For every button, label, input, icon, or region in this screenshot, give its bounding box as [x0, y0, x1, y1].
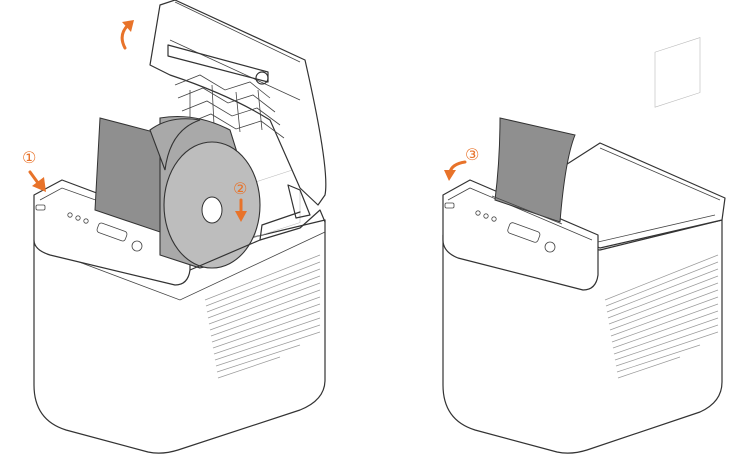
arrow-down-right-icon — [28, 170, 46, 192]
paper-roll — [94, 115, 261, 269]
indicator-led-icon — [67, 212, 73, 218]
feed-button-icon — [544, 241, 556, 253]
printer-closed-illustration — [442, 37, 726, 454]
control-panel-left — [33, 179, 191, 286]
lid-release-button-icon — [35, 204, 46, 211]
printer-body-right — [442, 219, 723, 454]
arrow-curved-left-icon — [444, 160, 467, 181]
indicator-led-icon — [475, 210, 481, 216]
feed-button-icon — [131, 240, 143, 252]
step-3-label: ③ — [465, 145, 479, 164]
control-panel-right — [442, 179, 599, 291]
step-1-label: ① — [22, 148, 36, 167]
display-window-icon — [507, 222, 541, 243]
lid-inner-lattice — [174, 74, 285, 139]
indicator-led-icon — [491, 216, 497, 222]
arrow-curved-up-icon — [120, 20, 134, 50]
display-window-icon — [96, 222, 128, 242]
vent-grille-left — [204, 167, 321, 379]
paper-strip-right — [494, 117, 576, 223]
arrow-down-icon — [235, 198, 247, 222]
indicator-led-icon — [83, 218, 89, 224]
printer-body-left — [33, 219, 326, 454]
printer-open-illustration — [33, 0, 327, 454]
lid-release-button-icon — [444, 202, 455, 209]
indicator-led-icon — [75, 215, 81, 221]
indicator-led-icon — [483, 213, 489, 219]
vent-grille-right — [604, 37, 719, 379]
step-2-label: ② — [233, 179, 247, 198]
